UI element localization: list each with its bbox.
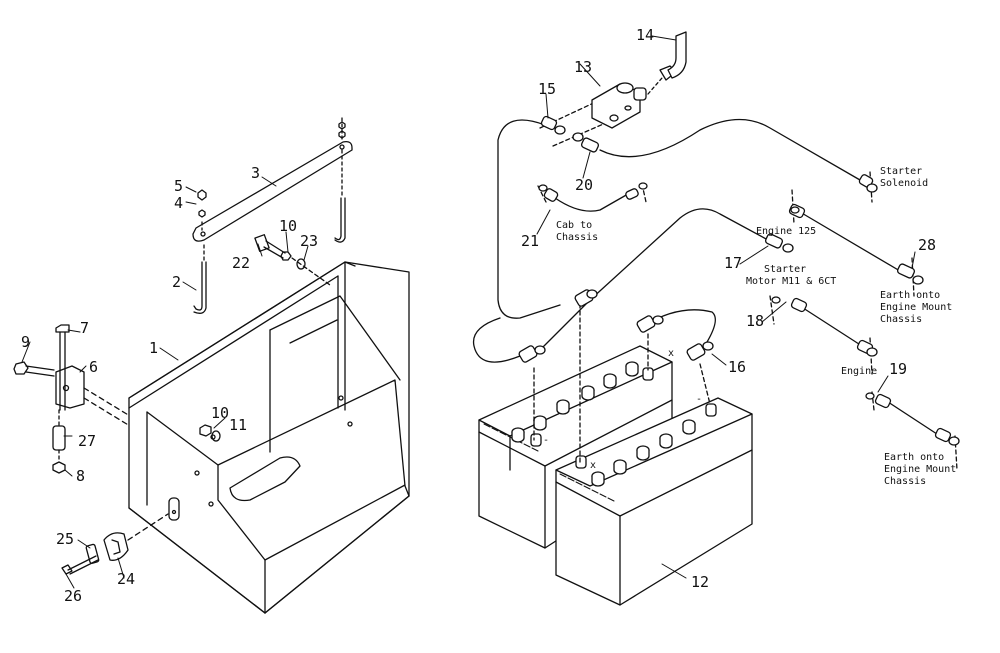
label-starter-motor-line1: Starter bbox=[764, 264, 806, 275]
part-number: 23 bbox=[300, 232, 318, 250]
part-number: 21 bbox=[521, 232, 539, 250]
label-starter-motor-line2: Motor M11 & 6CT bbox=[746, 276, 836, 287]
nut-washer-10-11 bbox=[199, 424, 221, 442]
hold-down-strap bbox=[192, 117, 353, 242]
part-number: 19 bbox=[889, 360, 907, 378]
label-engine-125: Engine 125 bbox=[756, 226, 816, 237]
part-number: 28 bbox=[918, 236, 936, 254]
label-earth-mount-2-line1: Earth onto bbox=[884, 452, 944, 463]
part-number: 24 bbox=[117, 570, 135, 588]
part-number: 18 bbox=[746, 312, 764, 330]
part-number: 8 bbox=[76, 467, 85, 485]
label-starter-solenoid-line1: Starter bbox=[880, 166, 922, 177]
label-cab-to-chassis-line2: Chassis bbox=[556, 232, 598, 243]
part-number: 22 bbox=[232, 254, 250, 272]
label-earth-mount-2-line2: Engine Mount bbox=[884, 464, 956, 475]
connection-labels: Starter Solenoid Cab to Chassis Engine 1… bbox=[543, 166, 956, 487]
part-number: 25 bbox=[56, 530, 74, 548]
label-earth-mount-2-line3: Chassis bbox=[884, 476, 926, 487]
part-number: 3 bbox=[251, 164, 260, 182]
j-bolt bbox=[193, 197, 346, 314]
part-number: 9 bbox=[21, 333, 30, 351]
label-cab-to-chassis-line1: Cab to bbox=[556, 220, 592, 231]
part-number: 17 bbox=[724, 254, 742, 272]
starter-solenoid bbox=[591, 31, 687, 129]
part-number: 12 bbox=[691, 573, 709, 591]
label-earth-mount-1-line3: Chassis bbox=[880, 314, 922, 325]
part-number: 13 bbox=[574, 58, 592, 76]
part-number-labels: 1 2 3 4 5 6 7 8 9 10 10 11 12 13 14 15 1… bbox=[21, 26, 936, 605]
part-number: 6 bbox=[89, 358, 98, 376]
clamp-assembly bbox=[61, 513, 169, 575]
part-number: 11 bbox=[229, 416, 247, 434]
part-number: 16 bbox=[728, 358, 746, 376]
part-number: 20 bbox=[575, 176, 593, 194]
part-number: 7 bbox=[80, 319, 89, 337]
part-number: 10 bbox=[279, 217, 297, 235]
bolt-assembly-22 bbox=[254, 234, 331, 286]
cable-lugs bbox=[518, 115, 960, 446]
part-number: 4 bbox=[174, 194, 183, 212]
part-number: 10 bbox=[211, 404, 229, 422]
label-earth-mount-1-line2: Engine Mount bbox=[880, 302, 952, 313]
terminal-mark-x: x bbox=[668, 348, 674, 359]
leader-lines bbox=[21, 35, 916, 589]
part-number: 1 bbox=[149, 339, 158, 357]
battery-front bbox=[555, 397, 753, 606]
part-number: 15 bbox=[538, 80, 556, 98]
terminal-mark-negative: - bbox=[696, 394, 702, 405]
battery-box bbox=[128, 261, 410, 614]
label-starter-solenoid-line2: Solenoid bbox=[880, 178, 928, 189]
part-number: 2 bbox=[172, 273, 181, 291]
mounting-bracket bbox=[13, 324, 131, 474]
part-number: 27 bbox=[78, 432, 96, 450]
label-engine: Engine bbox=[841, 366, 877, 377]
part-number: 5 bbox=[174, 177, 183, 195]
part-number: 26 bbox=[64, 587, 82, 605]
battery-cables bbox=[472, 99, 958, 471]
terminal-mark-x: x bbox=[590, 460, 596, 471]
part-number: 14 bbox=[636, 26, 654, 44]
label-earth-mount-1-line1: Earth onto bbox=[880, 290, 940, 301]
terminal-mark-negative: - bbox=[543, 435, 549, 446]
